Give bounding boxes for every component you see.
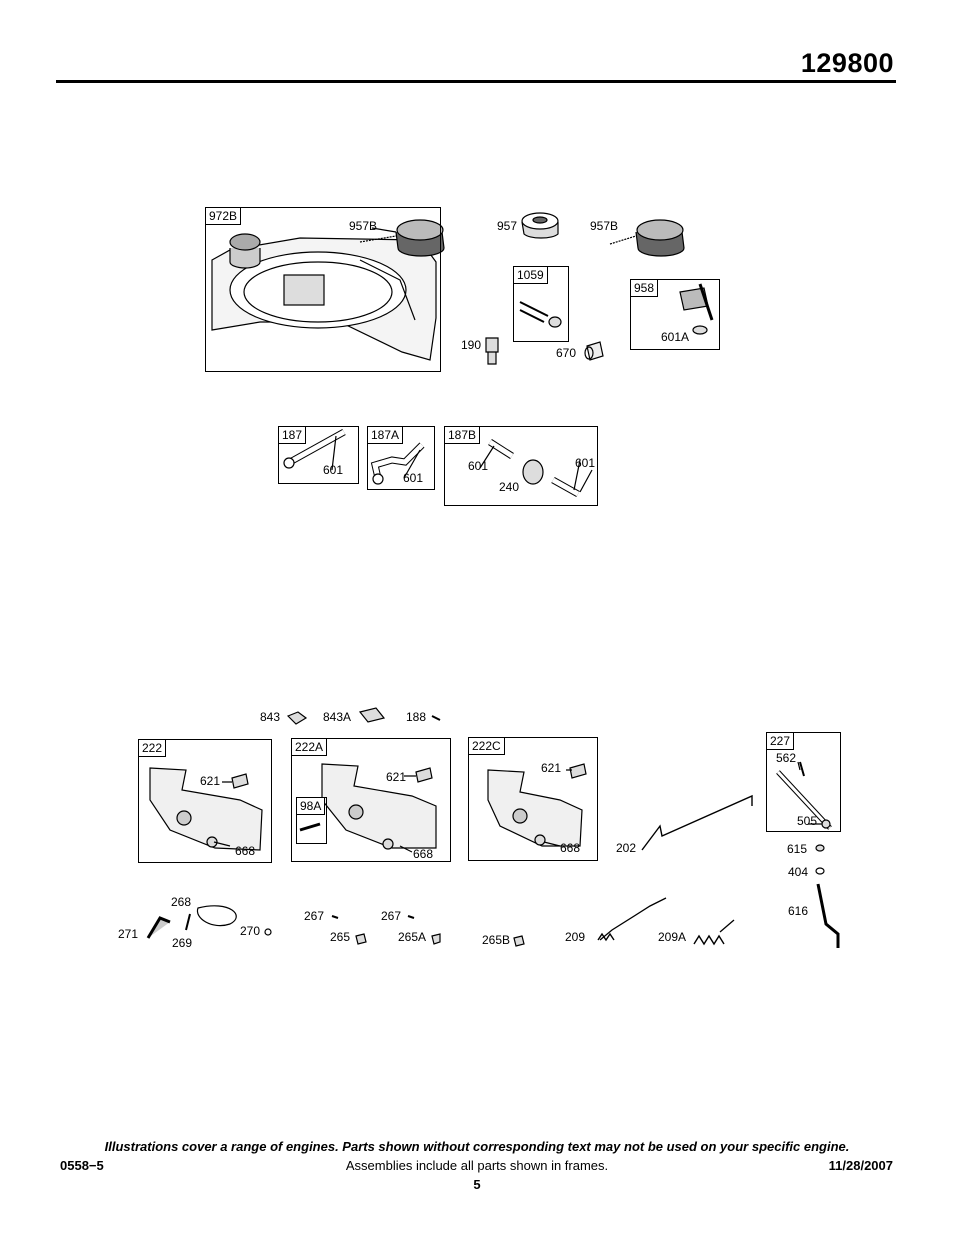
footer-assemblies-note: Assemblies include all parts shown in fr… bbox=[345, 1158, 609, 1173]
frame-label-227: 227 bbox=[767, 733, 795, 750]
fuel-cap-957-drawing bbox=[521, 212, 559, 239]
footer-disclaimer: Illustrations cover a range of engines. … bbox=[104, 1139, 850, 1154]
part-label: 668 bbox=[235, 844, 256, 858]
part-label: 843A bbox=[323, 710, 352, 724]
header-rule bbox=[56, 80, 896, 83]
frame-label-1059: 1059 bbox=[514, 267, 548, 284]
part-label: 957B bbox=[590, 219, 619, 233]
frame-187: 187 bbox=[278, 426, 359, 484]
model-number: 129800 bbox=[800, 48, 894, 78]
frame-label-222C: 222C bbox=[469, 738, 505, 755]
part-label: 267 bbox=[304, 909, 325, 923]
fuel-tank-drawing bbox=[211, 233, 437, 361]
frame-222A: 222A bbox=[291, 738, 451, 862]
part-label: 957 bbox=[497, 219, 518, 233]
part-label: 601 bbox=[403, 471, 424, 485]
part-label: 190 bbox=[461, 338, 482, 352]
part-label: 843 bbox=[260, 710, 281, 724]
frame-958: 958 bbox=[630, 279, 720, 350]
control-bracket-222-drawing bbox=[149, 767, 263, 851]
part-label: 505 bbox=[797, 814, 818, 828]
frame-label-98A: 98A bbox=[297, 798, 326, 815]
part-label: 188 bbox=[406, 710, 427, 724]
part-label: 271 bbox=[118, 927, 139, 941]
frame-label-187: 187 bbox=[279, 427, 307, 444]
part-label: 615 bbox=[787, 842, 808, 856]
part-label: 265 bbox=[330, 930, 351, 944]
part-label: 668 bbox=[413, 847, 434, 861]
footer-date: 11/28/2007 bbox=[828, 1158, 893, 1173]
part-label: 621 bbox=[386, 770, 407, 784]
part-label: 616 bbox=[788, 904, 809, 918]
frame-98A: 98A bbox=[296, 797, 327, 844]
part-label: 957B bbox=[349, 219, 378, 233]
part-label: 562 bbox=[776, 751, 797, 765]
part-label: 265A bbox=[398, 930, 427, 944]
fuel-cap-957B-drawing-2 bbox=[609, 219, 685, 257]
fuel-cap-957B-drawing bbox=[359, 219, 445, 257]
control-bracket-222A-drawing bbox=[321, 763, 437, 850]
footer-doc-number: 0558−5 bbox=[60, 1158, 104, 1173]
frame-label-187B: 187B bbox=[445, 427, 481, 444]
frame-187A: 187A bbox=[367, 426, 435, 490]
part-label: 209A bbox=[658, 930, 687, 944]
part-label: 621 bbox=[200, 774, 221, 788]
part-label: 265B bbox=[482, 933, 511, 947]
part-label: 621 bbox=[541, 761, 562, 775]
frame-label-222A: 222A bbox=[292, 739, 328, 756]
part-label: 209 bbox=[565, 930, 586, 944]
part-label: 202 bbox=[616, 841, 637, 855]
part-label: 601 bbox=[575, 456, 596, 470]
part-label: 601 bbox=[323, 463, 344, 477]
frame-label-958: 958 bbox=[631, 280, 659, 297]
part-label: 670 bbox=[556, 346, 577, 360]
part-label: 601 bbox=[468, 459, 489, 473]
fitting-drawing bbox=[519, 301, 549, 323]
part-label: 267 bbox=[381, 909, 402, 923]
control-bracket-222C-drawing bbox=[487, 769, 583, 847]
page-number: 5 bbox=[473, 1177, 481, 1192]
part-label: 270 bbox=[240, 924, 261, 938]
part-label: 240 bbox=[499, 480, 520, 494]
part-label: 668 bbox=[560, 841, 581, 855]
frame-label-187A: 187A bbox=[368, 427, 404, 444]
frame-label-222: 222 bbox=[139, 740, 167, 757]
frame-222: 222 bbox=[138, 739, 272, 863]
part-label: 269 bbox=[172, 936, 193, 950]
frame-187B: 187B bbox=[444, 426, 598, 506]
frame-227: 227 bbox=[766, 732, 841, 832]
part-label: 601A bbox=[661, 330, 690, 344]
frame-label-972B: 972B bbox=[206, 208, 242, 225]
part-label: 404 bbox=[788, 865, 809, 879]
frame-972B: 972B bbox=[205, 207, 441, 372]
frame-222C: 222C bbox=[468, 737, 598, 861]
part-label: 268 bbox=[171, 895, 192, 909]
frame-1059: 1059 bbox=[513, 266, 569, 342]
